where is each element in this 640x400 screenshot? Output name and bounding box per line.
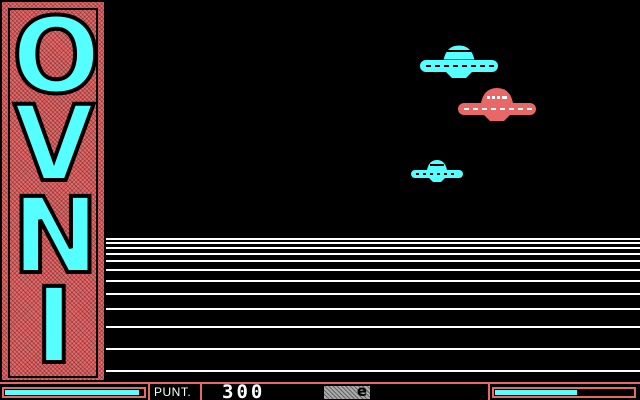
title-letter-i: I (33, 265, 76, 387)
ufo-cyan-small[interactable] (408, 158, 466, 184)
title-letter-n: N (10, 175, 101, 297)
ground-line (106, 326, 640, 328)
score-label: PUNT. (154, 385, 192, 399)
lives-indicator: e (324, 382, 370, 400)
right-energy-meter (492, 387, 636, 398)
left-energy-meter (2, 387, 146, 398)
ground-line (106, 293, 640, 295)
ground-line (106, 260, 640, 262)
ufo-cyan-large[interactable] (416, 42, 502, 80)
ground-line (106, 280, 640, 282)
status-divider (200, 384, 202, 400)
ground-line (106, 348, 640, 350)
ground-line (106, 308, 640, 310)
ground-line (106, 247, 640, 249)
status-bar: PUNT. 300 e (0, 381, 640, 400)
ground-line (106, 269, 640, 271)
ufo-red[interactable] (454, 85, 540, 123)
ground-lines (106, 0, 640, 382)
ground-line (106, 238, 640, 240)
lives-glyph: e (356, 382, 367, 400)
ground-line (106, 242, 640, 244)
title-letter-v: V (12, 83, 97, 205)
title-letter-o: O (10, 0, 102, 117)
ground-line (106, 253, 640, 255)
banner-frame (8, 8, 98, 378)
ground-line (106, 370, 640, 372)
score-value: 300 (222, 381, 266, 400)
status-divider (488, 384, 490, 400)
left-energy-fill (5, 390, 139, 395)
title-banner: O V N I (0, 0, 106, 382)
status-divider (148, 384, 150, 400)
right-energy-fill (495, 390, 577, 395)
